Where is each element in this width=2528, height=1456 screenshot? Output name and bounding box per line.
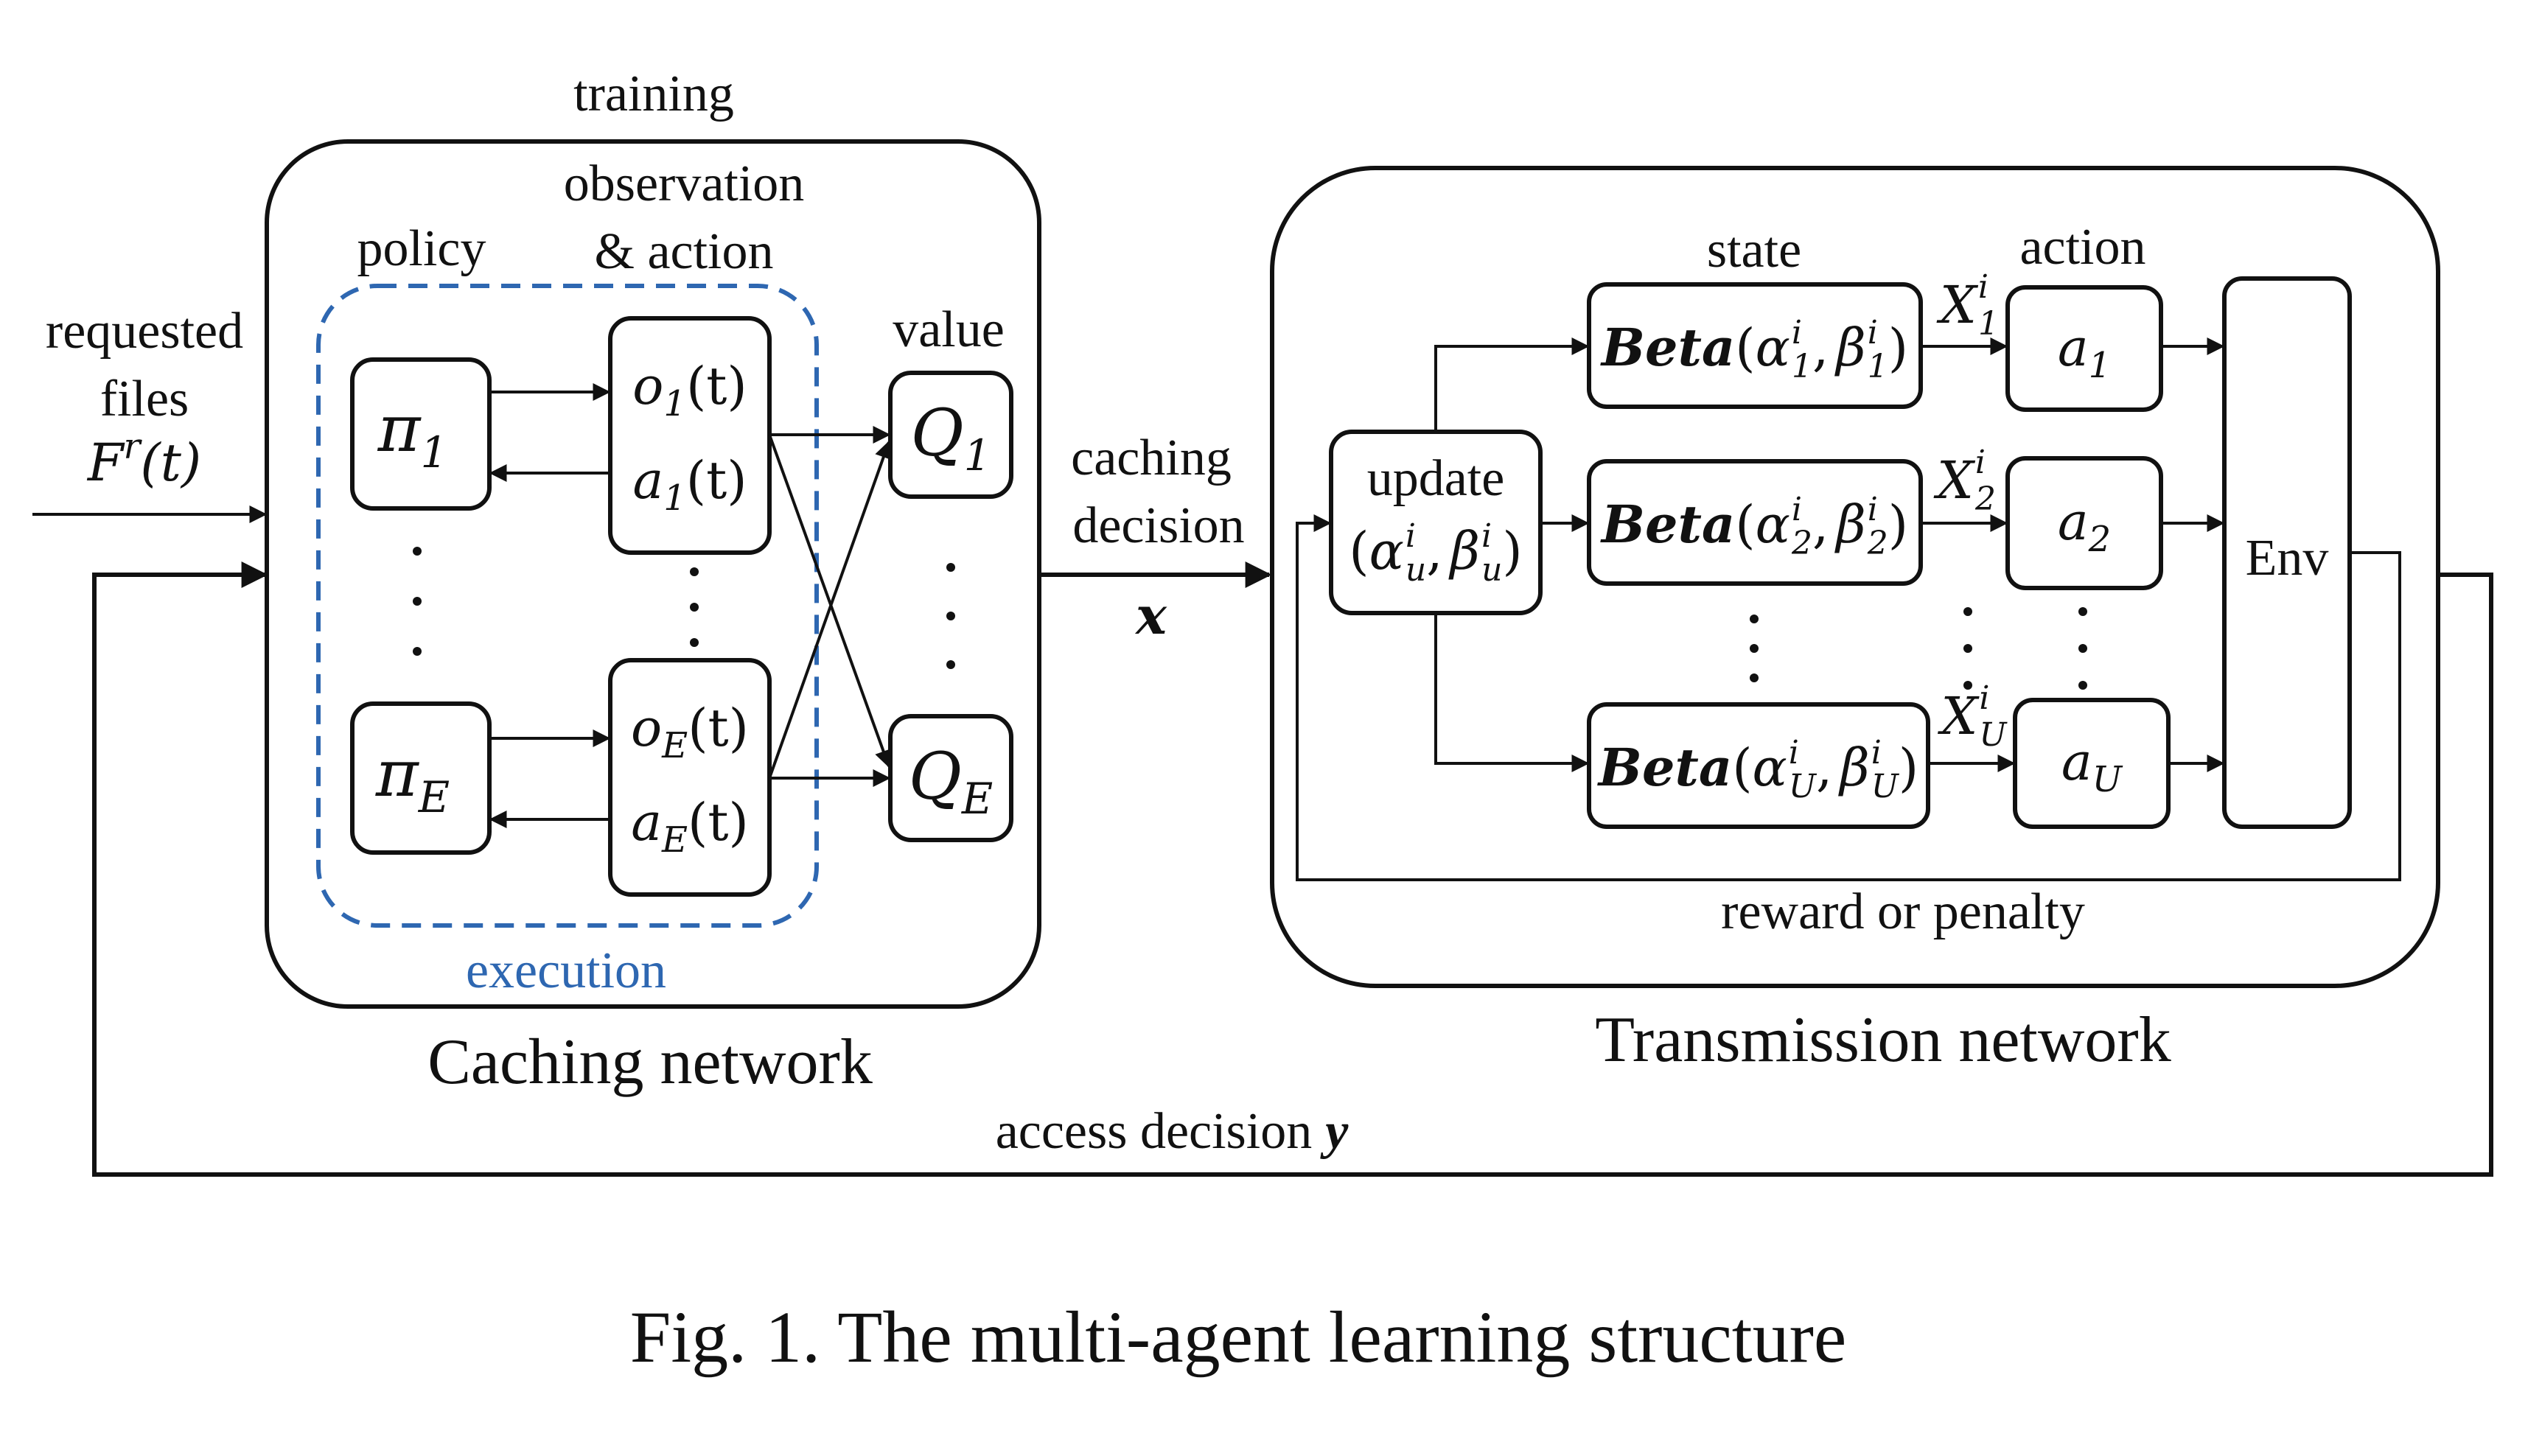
value-label: value xyxy=(893,301,1005,358)
X-ellipsis xyxy=(1963,607,1972,690)
observation-label: observation xyxy=(564,155,805,212)
a-1-label: a1(t) xyxy=(632,450,747,519)
figure-caption: Fig. 1. The multi-agent learning structu… xyxy=(630,1296,1847,1378)
files-label: files xyxy=(100,371,189,427)
arrow-update-to-betaU xyxy=(1434,613,1590,772)
reward-feedback-loop xyxy=(1296,514,2401,881)
value-ellipsis xyxy=(946,563,955,669)
pi-1-label: π1 xyxy=(377,391,448,477)
o-1-label: o1(t) xyxy=(632,356,747,424)
x-var-label: x xyxy=(1134,585,1167,646)
action-label: action xyxy=(2019,219,2145,276)
obs-ellipsis xyxy=(690,567,699,647)
policy-box-1 xyxy=(350,357,492,511)
caching-network-title: Caching network xyxy=(427,1026,873,1098)
obs-action-box-E xyxy=(608,658,772,897)
o-E-label: oE(t) xyxy=(631,698,749,766)
pi-E-label: πE xyxy=(375,735,450,822)
Q-1-label: Q1 xyxy=(910,395,991,480)
obs-action-box-1 xyxy=(608,316,772,555)
action-ellipsis xyxy=(2078,607,2087,690)
decision-label: decision xyxy=(1072,497,1244,554)
reward-label: reward or penalty xyxy=(1721,883,2085,940)
caching-label: caching xyxy=(1071,430,1232,486)
a1-action-label: a1 xyxy=(2058,318,2111,386)
transmission-network-title: Transmission network xyxy=(1595,1004,2171,1076)
env-label: Env xyxy=(2246,530,2329,587)
policy-label: policy xyxy=(357,220,486,277)
aU-action-label: aU xyxy=(2061,732,2123,800)
requested-label: requested xyxy=(46,303,243,360)
arrow-update-to-beta1 xyxy=(1434,337,1590,432)
a-E-label: aE(t) xyxy=(631,792,749,861)
policy-box-E xyxy=(350,701,492,855)
beta-ellipsis xyxy=(1750,615,1759,682)
Q-E-label: QE xyxy=(909,738,994,824)
access-decision-loop xyxy=(92,561,2493,1177)
arrow-obsE-to-Q1 xyxy=(768,440,893,779)
policy-ellipsis xyxy=(413,547,422,656)
a2-action-label: a2 xyxy=(2058,491,2111,560)
and-action-label: & action xyxy=(595,223,774,280)
requested-var-label: Fr(t) xyxy=(86,426,201,493)
training-label: training xyxy=(573,66,734,122)
state-label: state xyxy=(1707,222,1801,279)
execution-region xyxy=(316,284,819,928)
execution-label: execution xyxy=(466,942,666,999)
arrow-obs1-to-QE xyxy=(768,434,892,769)
update-label: update xyxy=(1367,450,1505,507)
